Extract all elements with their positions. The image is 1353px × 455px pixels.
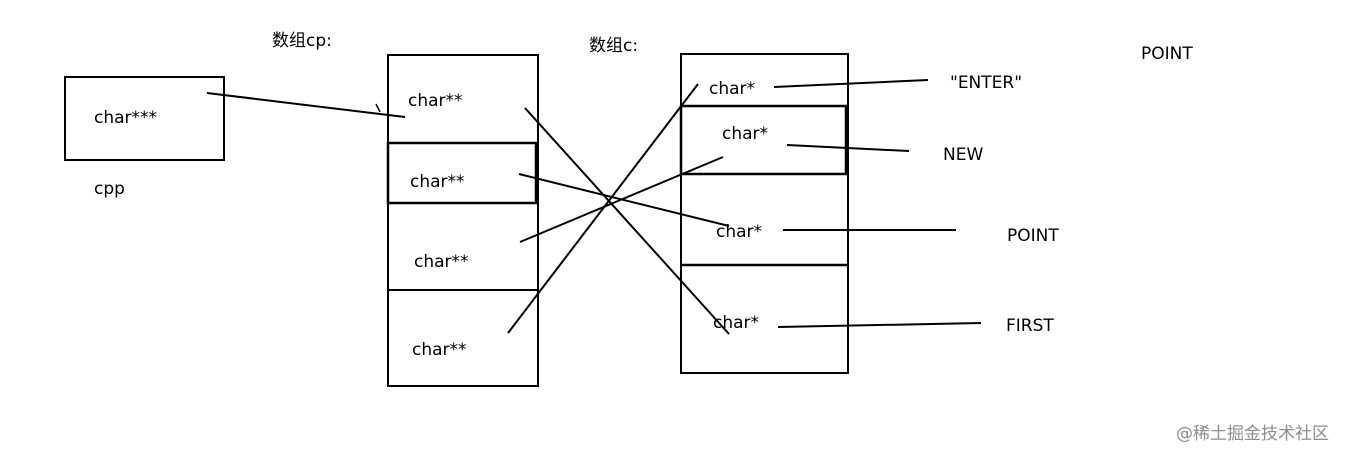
arrow-c0-to-enter [773,79,929,88]
string-label: POINT [1007,226,1059,246]
point-title-label: POINT [1141,44,1193,64]
cpp-box [64,76,225,161]
arrow-c3-to-first [777,322,982,328]
cpp-variable-label: cpp [94,179,125,199]
string-label: "ENTER" [950,73,1023,93]
array-cp-cell: char** [412,340,467,360]
string-label: NEW [943,145,984,165]
array-cp-cell: char** [414,252,469,272]
arrow-cp0-to-c3 [524,107,730,335]
arrow-c1-to-new [786,144,910,152]
array-c-cell-1-box [679,104,848,176]
array-c-cell: char* [722,124,769,144]
array-cp-box [387,54,539,387]
array-cp-caption: 数组cp: [272,31,332,51]
array-cp-cell: char** [408,91,463,111]
arrow-cp1-to-c2 [518,173,730,227]
array-c-cell: char* [709,79,756,99]
string-label: FIRST [1006,316,1054,336]
arrow-cpp-to-cp0 [206,92,406,118]
arrow-cp2-to-c1 [519,156,724,243]
array-cp-cell-1-box [386,141,538,205]
array-c-cell: char* [713,313,760,333]
array-cp-cell: char** [410,172,465,192]
tick-mark [375,103,381,113]
arrow-cp3-to-c0 [507,83,699,334]
watermark: @稀土掘金技术社区 [1176,424,1329,444]
array-c-cell: char* [716,222,763,242]
cpp-cell-label: char*** [94,108,158,128]
array-c-caption: 数组c: [589,36,639,56]
